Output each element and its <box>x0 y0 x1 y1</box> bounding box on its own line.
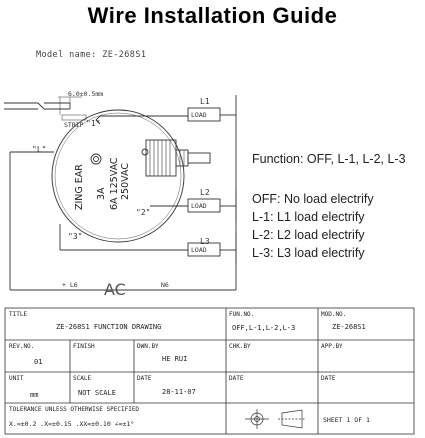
strip-dimension: 6.0±0.5mm <box>68 90 104 98</box>
switch-brand-text: ZING EAR <box>74 164 85 210</box>
wire-label-l3: L3 <box>200 237 210 246</box>
terminal-mark-3: "3" <box>68 232 83 241</box>
function-state-off: OFF: No load electrify <box>252 192 374 206</box>
funno-value: OFF,L-1,L-2,L-3 <box>232 324 296 332</box>
sheet-number: SHEET 1 OF 1 <box>323 416 370 424</box>
switch-rating-250vac: 250VAC <box>120 163 131 200</box>
modno-label: MOD.NO. <box>321 311 347 318</box>
finish-label: FINISH <box>73 343 95 350</box>
date2-label: DATE <box>229 375 244 382</box>
load-label-l3: LOAD <box>191 246 207 254</box>
scale-label: SCALE <box>73 375 92 382</box>
ac-right-label: N6 <box>161 281 169 289</box>
date-value: 28-11-07 <box>162 388 196 396</box>
function-state-l3: L-3: L3 load electrify <box>252 246 365 260</box>
app-label: APP.BY <box>321 343 343 350</box>
function-state-l1: L-1: L1 load electrify <box>252 210 365 224</box>
load-label-l1: LOAD <box>191 111 207 119</box>
tolerance-title: TOLERANCE UNLESS OTHERWISE SPECIFIED <box>9 406 140 413</box>
funno-label: FUN.NO. <box>229 311 255 318</box>
dwn-label: DWN.BY <box>137 343 159 350</box>
tolerance-values: X.=±0.2 .X=±0.15 .XX=±0.10 ∠=±1° <box>9 420 135 428</box>
function-state-l2: L-2: L2 load electrify <box>252 228 365 242</box>
scale-value: NOT SCALE <box>78 389 116 397</box>
date3-label: DATE <box>321 375 336 382</box>
load-label-l2: LOAD <box>191 202 207 210</box>
function-summary: Function: OFF, L-1, L-2, L-3 <box>252 152 406 166</box>
rev-value: 01 <box>34 358 43 366</box>
strip-label: STRIP <box>64 121 84 129</box>
dwn-value: HE RUI <box>162 355 188 363</box>
wire-label-l2: L2 <box>200 188 210 197</box>
title-label: TITLE <box>9 311 28 318</box>
function-state-list: OFF: No load electrify L-1: L1 load elec… <box>252 190 374 262</box>
page-title: Wire Installation Guide <box>87 3 338 28</box>
title-value: ZE-268S1 FUNCTION DRAWING <box>56 323 162 331</box>
terminal-mark-1: "1" <box>86 119 101 128</box>
chk-label: CHK.BY <box>229 343 251 350</box>
terminal-mark-l: "L" <box>32 145 47 154</box>
ac-left-label: + L6 <box>62 281 78 289</box>
switch-rating-6a: 6A 125VAC <box>109 157 120 210</box>
model-name: Model name: ZE-268S1 <box>36 50 147 60</box>
unit-value: mm <box>30 391 39 399</box>
unit-label: UNIT <box>9 375 24 382</box>
modno-value: ZE-268S1 <box>332 323 366 331</box>
terminal-mark-2: "2" <box>136 208 151 217</box>
wire-label-l1: L1 <box>200 97 210 106</box>
rev-label: REV.NO. <box>9 343 35 350</box>
date-label: DATE <box>137 375 152 382</box>
projection-symbol <box>245 409 306 429</box>
switch-rating-3a: 3A <box>96 187 107 200</box>
ac-label: AC <box>104 280 126 299</box>
